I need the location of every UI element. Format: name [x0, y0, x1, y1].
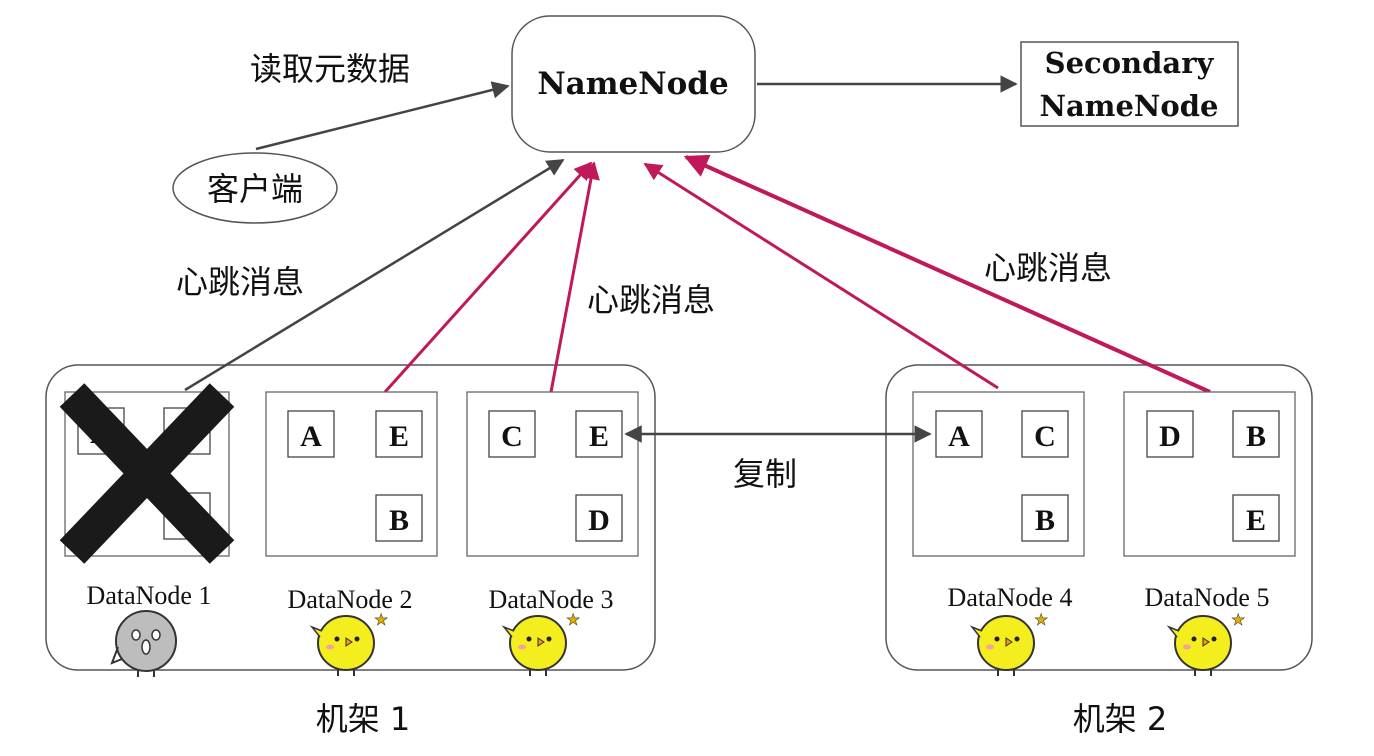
datanode-3-block-1: C	[501, 420, 523, 453]
datanode-4-label: DataNode 4	[948, 583, 1073, 612]
svg-text:★: ★	[1231, 610, 1245, 629]
replication-label: 复制	[733, 455, 797, 493]
secondary-namenode-line2: NameNode	[1039, 89, 1218, 123]
rack-2-label: 机架 2	[1073, 700, 1168, 738]
datanode-2-label: DataNode 2	[288, 585, 413, 614]
datanode-3-block-2: E	[589, 420, 609, 453]
datanode-2-block-3: B	[389, 504, 409, 537]
namenode-label: NameNode	[537, 66, 728, 102]
heartbeat-arrow-dn2	[383, 161, 593, 394]
datanode-3: C E D DataNode 3 ★	[466, 391, 639, 676]
datanode-4-block-1: A	[948, 420, 970, 453]
heartbeat-arrow-dn1	[184, 158, 565, 392]
client: 客户端	[172, 152, 338, 224]
failed-x-icon	[59, 383, 235, 564]
datanode-3-label: DataNode 3	[489, 585, 614, 614]
svg-text:★: ★	[566, 610, 580, 629]
secondary-namenode: Secondary NameNode	[1020, 41, 1239, 127]
client-read-metadata-arrow	[255, 81, 510, 151]
client-label: 客户端	[207, 170, 303, 208]
datanode-2-block-1: A	[300, 420, 322, 453]
datanode-2-block-2: E	[389, 420, 409, 453]
datanode-5-block-2: B	[1246, 420, 1266, 453]
chick-icon: ★	[309, 610, 389, 676]
datanode-5: D B E DataNode 5 ★	[1123, 391, 1296, 676]
datanode-3-block-3: D	[588, 504, 610, 537]
svg-text:★: ★	[1034, 610, 1048, 629]
datanode-5-label: DataNode 5	[1145, 583, 1270, 612]
heartbeat-arrow-dn3	[549, 161, 600, 393]
heartbeat-arrow-dn4	[643, 162, 999, 390]
datanode-4-block-3: B	[1035, 504, 1055, 537]
chick-icon: ★	[1166, 610, 1246, 676]
namenode: NameNode	[511, 15, 756, 153]
rack-1-label: 机架 1	[316, 700, 411, 738]
datanode-1-label: DataNode 1	[87, 581, 212, 610]
datanode-4-block-2: C	[1034, 420, 1056, 453]
dead-chick-icon	[110, 610, 177, 677]
chick-icon: ★	[969, 610, 1049, 676]
heartbeat-label-2: 心跳消息	[587, 281, 715, 319]
heartbeat-arrow-dn5	[683, 154, 1211, 394]
datanode-4: A C B DataNode 4 ★	[912, 391, 1085, 676]
heartbeat-label-1: 心跳消息	[176, 263, 304, 301]
secondary-namenode-line1: Secondary	[1045, 46, 1215, 80]
heartbeat-label-3: 心跳消息	[984, 249, 1112, 287]
datanode-5-block-3: E	[1246, 504, 1266, 537]
datanode-2: A E B DataNode 2 ★	[265, 391, 438, 676]
chick-icon: ★	[501, 610, 581, 676]
datanode-1: A C D DataNode 1	[59, 383, 235, 677]
datanode-5-block-1: D	[1159, 420, 1181, 453]
svg-text:★: ★	[374, 610, 388, 629]
read-metadata-label: 读取元数据	[250, 50, 410, 88]
